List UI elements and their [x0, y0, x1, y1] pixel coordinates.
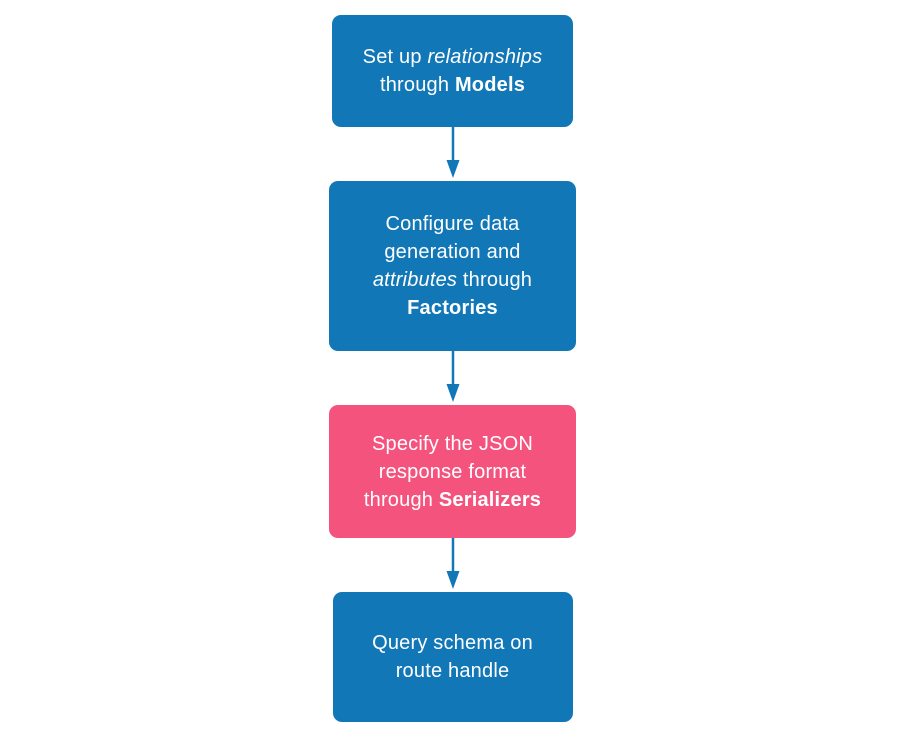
flow-arrow-3 — [443, 538, 463, 592]
arrow-down-icon — [446, 127, 459, 178]
arrow-down-icon — [446, 351, 459, 402]
flow-arrow-1 — [443, 127, 463, 181]
flow-arrow-2 — [443, 351, 463, 405]
arrow-down-icon — [446, 538, 459, 589]
